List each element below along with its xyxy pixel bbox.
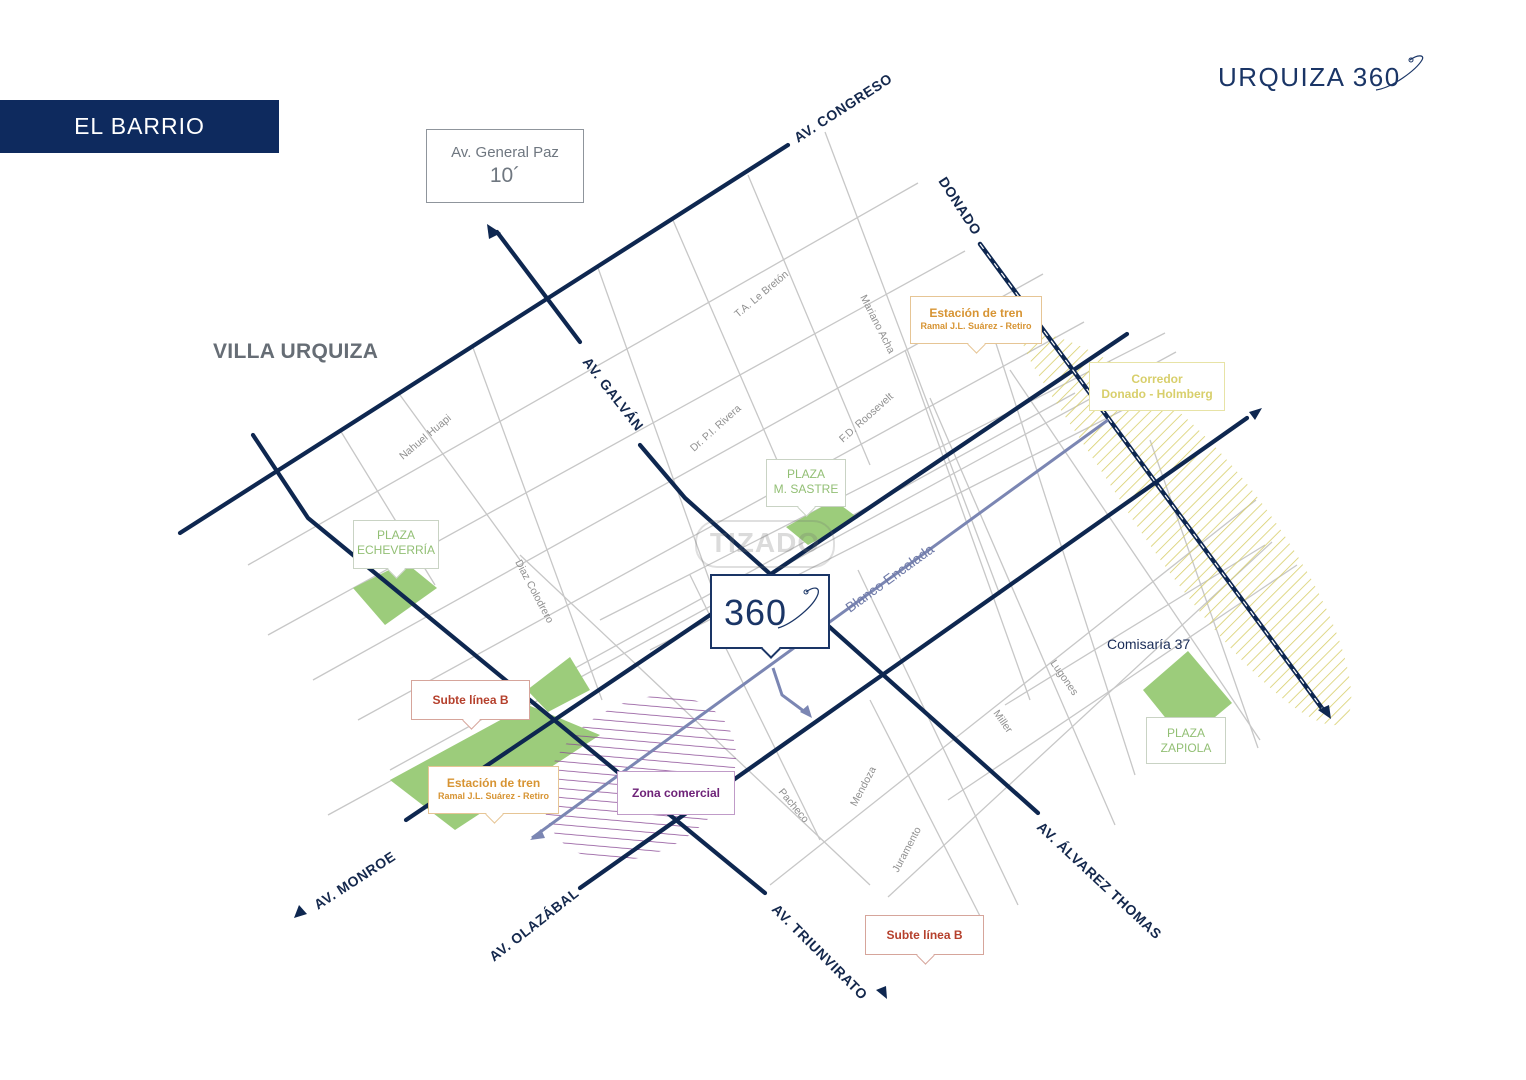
label-nahuel-huapi: Nahuel Huapi: [397, 412, 453, 462]
plaza-zapiola-label: PLAZA ZAPIOLA: [1146, 717, 1226, 764]
subte-line-b-west-text: Subte línea B: [432, 693, 509, 707]
train-station-north-subtitle: Ramal J.L. Suárez - Retiro: [920, 321, 1032, 331]
commercial-zone-label: Zona comercial: [617, 771, 735, 815]
label-av-galvan: AV. GALVÁN: [580, 354, 647, 434]
label-mariano-acha: Mariano Acha: [857, 293, 897, 356]
plaza-echeverria-line2: ECHEVERRÍA: [356, 543, 436, 557]
time-box-minutes: 10´: [489, 164, 521, 187]
plaza-sastre-line1: PLAZA: [786, 467, 825, 481]
corridor-label: Corredor Donado - Holmberg: [1089, 362, 1225, 411]
corridor-line2: Donado - Holmberg: [1101, 387, 1213, 401]
avenue-congreso-line: [177, 142, 791, 536]
watermark-logo: TIZADO: [695, 520, 835, 568]
district-name: VILLA URQUIZA: [213, 340, 379, 363]
brand-logo: URQUIZA 360: [1218, 54, 1438, 104]
arrow-olazabal-ne: [1249, 408, 1262, 420]
label-av-triunvirato: AV. TRIUNVIRATO: [769, 901, 871, 1003]
park-area-1: [527, 657, 590, 712]
commercial-zone-text: Zona comercial: [631, 786, 721, 800]
arrow-blanco-sw: [530, 829, 545, 840]
avenue-olazabal-line: [577, 415, 1250, 891]
subte-line-b-label-west: Subte línea B: [411, 680, 530, 730]
label-donado: DONADO: [935, 174, 984, 238]
label-roosevelt: F.D. Roosevelt: [837, 391, 896, 446]
avenue-galvan-line: [494, 229, 583, 345]
plaza-zapiola-line2: ZAPIOLA: [1160, 741, 1212, 755]
label-lugones: Lugones: [1048, 658, 1081, 698]
police-station-label: Comisaría 37: [1107, 636, 1191, 652]
section-title-text: EL BARRIO: [74, 113, 205, 139]
train-station-north-label: Estación de tren Ramal J.L. Suárez - Ret…: [910, 296, 1042, 354]
label-pacheco: Pacheco: [776, 786, 812, 825]
section-title: EL BARRIO: [0, 100, 279, 153]
orbit-icon: [1375, 55, 1424, 91]
label-miller: Miller: [991, 708, 1016, 736]
brand-name: URQUIZA 360: [1218, 62, 1401, 92]
train-station-south-title: Estación de tren: [446, 776, 541, 790]
label-av-monroe: AV. MONROE: [311, 848, 398, 913]
train-station-south-label: Estación de tren Ramal J.L. Suárez - Ret…: [428, 766, 559, 824]
plaza-sastre-line2: M. SASTRE: [773, 482, 839, 496]
label-av-congreso: AV. CONGRESO: [791, 70, 895, 145]
general-paz-time-box: Av. General Paz 10´: [426, 129, 584, 203]
label-av-alvarez-thomas: AV. ÁLVAREZ THOMAS: [1034, 818, 1165, 942]
arrow-triunvirato-se: [876, 986, 887, 999]
plaza-echeverria-label: PLAZA ECHEVERRÍA: [353, 520, 439, 579]
label-le-breton: T.A. Le Bretón: [732, 268, 791, 320]
plaza-echeverria-line1: PLAZA: [376, 528, 415, 542]
avenue-arrows: [294, 224, 1331, 999]
arrow-donado-se: [1318, 705, 1331, 719]
train-station-south-subtitle: Ramal J.L. Suárez - Retiro: [437, 791, 550, 801]
avenue-galvan-line-south: [637, 442, 1041, 816]
subte-line-b-label-south: Subte línea B: [865, 915, 984, 965]
label-pi-rivera: Dr. P.I. Rivera: [688, 402, 744, 454]
plaza-zapiola-line1: PLAZA: [1166, 726, 1205, 740]
arrow-monroe-sw: [294, 905, 307, 918]
orbit-icon: [777, 587, 819, 629]
arrow-360-access: [800, 705, 812, 718]
avenue-triunvirato-line: [250, 432, 768, 896]
train-station-north-title: Estación de tren: [929, 306, 1023, 320]
project-location-badge: 360: [710, 574, 830, 659]
label-juramento: Juramento: [890, 825, 924, 875]
corridor-line1: Corredor: [1131, 372, 1183, 386]
label-blanco-encalada: Blanco Encalada: [842, 541, 937, 616]
arrow-galvan-north: [487, 224, 501, 239]
plaza-sastre-label: PLAZA M. SASTRE: [766, 459, 846, 517]
plaza-echeverria-area: [353, 562, 437, 625]
project-badge-text: 360: [724, 592, 788, 633]
label-av-olazabal: AV. OLAZÁBAL: [486, 885, 582, 965]
subte-line-b-south-text: Subte línea B: [886, 928, 963, 942]
time-box-destination: Av. General Paz: [451, 144, 559, 161]
